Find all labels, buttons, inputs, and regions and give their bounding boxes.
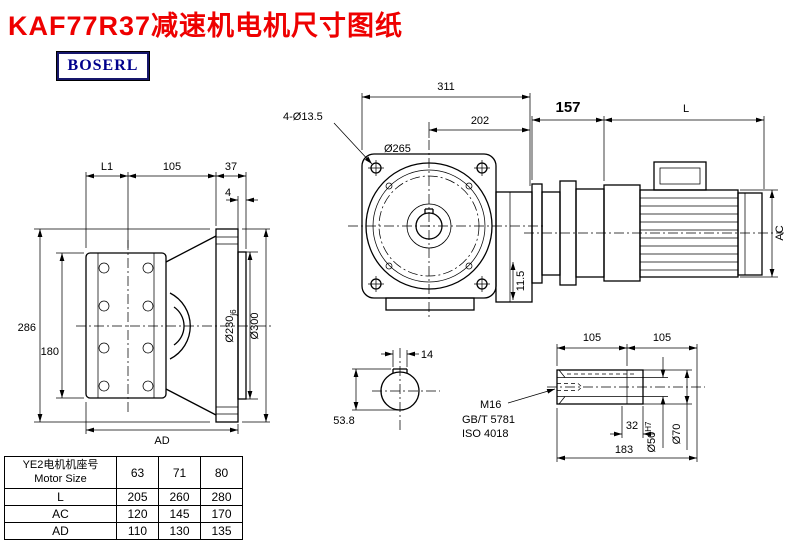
label-gbt-5781: GB/T 5781	[462, 414, 515, 426]
shaft-section-circle	[380, 371, 420, 411]
dim-4xd13-5-label: 4-Ø13.5	[283, 111, 323, 123]
table-value: 130	[158, 522, 201, 540]
motor-size-table: YE2电机机座号 Motor Size 63 71 80 L 205 260 2…	[4, 456, 243, 540]
label-m16: M16	[480, 399, 501, 411]
dim-14-label: 14	[421, 349, 433, 361]
logo-text: BOSERL	[67, 57, 139, 74]
hollow-shaft-outline	[556, 369, 644, 405]
dim-d50-text: Ø50	[646, 432, 658, 453]
col-header-size-80: 80	[200, 456, 243, 489]
dim-4-label: 4	[225, 187, 231, 199]
mounting-foot	[385, 297, 475, 311]
side-view: L1 105 37 4 286 180 AD Ø230j6 Ø300	[18, 161, 272, 447]
dim-ac-label: AC	[774, 225, 786, 240]
table-header-row: YE2电机机座号 Motor Size 63 71 80	[4, 456, 243, 489]
dim-d50-tol-text: H7	[644, 421, 653, 432]
dim-286-label: 286	[18, 322, 36, 334]
dim-l-label: L	[683, 103, 689, 115]
dim-53-8-label: 53.8	[333, 415, 354, 427]
dim-32-label: 32	[626, 420, 638, 432]
dim-105b-label: 105	[653, 332, 671, 344]
row-label-l: L	[4, 488, 117, 506]
fan-cover	[737, 192, 763, 276]
dim-311-label: 311	[437, 81, 455, 93]
flange-pilot	[237, 251, 247, 400]
table-header-cn: YE2电机机座号	[22, 458, 99, 471]
gear-housing-outline	[85, 252, 167, 399]
page-title: KAF77R37减速机电机尺寸图纸	[8, 11, 404, 41]
table-header-en: Motor Size	[34, 472, 87, 485]
dim-11-5-label: 11.5	[515, 271, 527, 292]
dim-l1-label: L1	[101, 161, 113, 173]
col-header-size-71: 71	[158, 456, 201, 489]
dim-d265-label: Ø265	[384, 143, 411, 155]
table-row-ad: AD 110 130 135	[4, 522, 243, 540]
input-flange	[531, 183, 543, 284]
table-value: 205	[116, 488, 159, 506]
table-value: 280	[200, 488, 243, 506]
col-header-size-63: 63	[116, 456, 159, 489]
dim-d230-tol-text: j6	[229, 309, 238, 317]
dim-d300-label: Ø300	[249, 313, 261, 340]
shaft-detail-view: 105 105 32 183 Ø50H7 Ø70 M16 GB/T 5781 I…	[462, 332, 705, 462]
flange-circle-outer	[365, 162, 493, 290]
table-value: 110	[116, 522, 159, 540]
dim-d230j6-label: Ø230j6	[224, 309, 238, 343]
table-row-l: L 205 260 280	[4, 488, 243, 506]
terminal-box	[653, 161, 707, 191]
table-header-motor-size: YE2电机机座号 Motor Size	[4, 456, 117, 489]
table-row-ac: AC 120 145 170	[4, 505, 243, 523]
bell-arc-inner	[173, 306, 185, 346]
dim-ad-label: AD	[154, 435, 169, 447]
motor-view: 157 L AC	[524, 99, 786, 286]
dim-157-label: 157	[555, 99, 580, 116]
front-view: 4-Ø13.5 Ø265 311 202 11.5	[283, 81, 546, 318]
dim-d230-text: Ø230	[224, 316, 236, 343]
table-value: 260	[158, 488, 201, 506]
table-value: 145	[158, 505, 201, 523]
dim-37-label: 37	[225, 161, 237, 173]
row-label-ac: AC	[4, 505, 117, 523]
dim-105-label: 105	[163, 161, 181, 173]
row-label-ad: AD	[4, 522, 117, 540]
dim-d50h7-label: Ø50H7	[644, 421, 658, 453]
table-value: 120	[116, 505, 159, 523]
label-iso-4018: ISO 4018	[462, 428, 508, 440]
dim-180-label: 180	[41, 346, 59, 358]
motor-body	[639, 189, 739, 278]
boserl-logo: BOSERL	[57, 52, 149, 80]
shaft-section-view: 14 53.8	[333, 348, 440, 432]
table-value: 135	[200, 522, 243, 540]
table-value: 170	[200, 505, 243, 523]
dim-d70-label: Ø70	[671, 424, 683, 445]
dim-202-label: 202	[471, 115, 489, 127]
bell-arc-outer	[169, 292, 191, 360]
dim-183-label: 183	[615, 444, 633, 456]
dim-105a-label: 105	[583, 332, 601, 344]
shaft-bore-circle	[415, 212, 443, 240]
